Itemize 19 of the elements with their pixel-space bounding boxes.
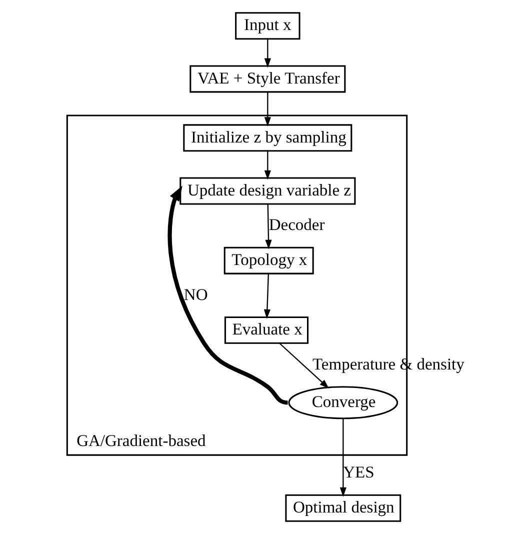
arrow	[278, 342, 329, 389]
arrow	[263, 274, 270, 319]
edge-label: YES	[342, 462, 374, 482]
node-box: Input x	[234, 12, 300, 40]
arrow	[264, 39, 270, 68]
node-box: Initialize z by sampling	[182, 124, 352, 152]
node-box: Optimal design	[284, 494, 401, 522]
arrow	[264, 151, 270, 180]
node-box: Evaluate x	[224, 316, 308, 344]
arrow	[264, 92, 270, 127]
node-ellipse: Converge	[288, 386, 398, 420]
arrow	[167, 186, 288, 405]
node-box: Topology x	[223, 246, 314, 274]
arrow	[339, 418, 346, 497]
edge-label: NO	[183, 284, 208, 304]
node-box: Update design variable z	[179, 177, 356, 205]
arrow	[264, 204, 272, 250]
node-box: VAE + Style Transfer	[189, 65, 346, 93]
edge-label: Decoder	[268, 215, 324, 234]
